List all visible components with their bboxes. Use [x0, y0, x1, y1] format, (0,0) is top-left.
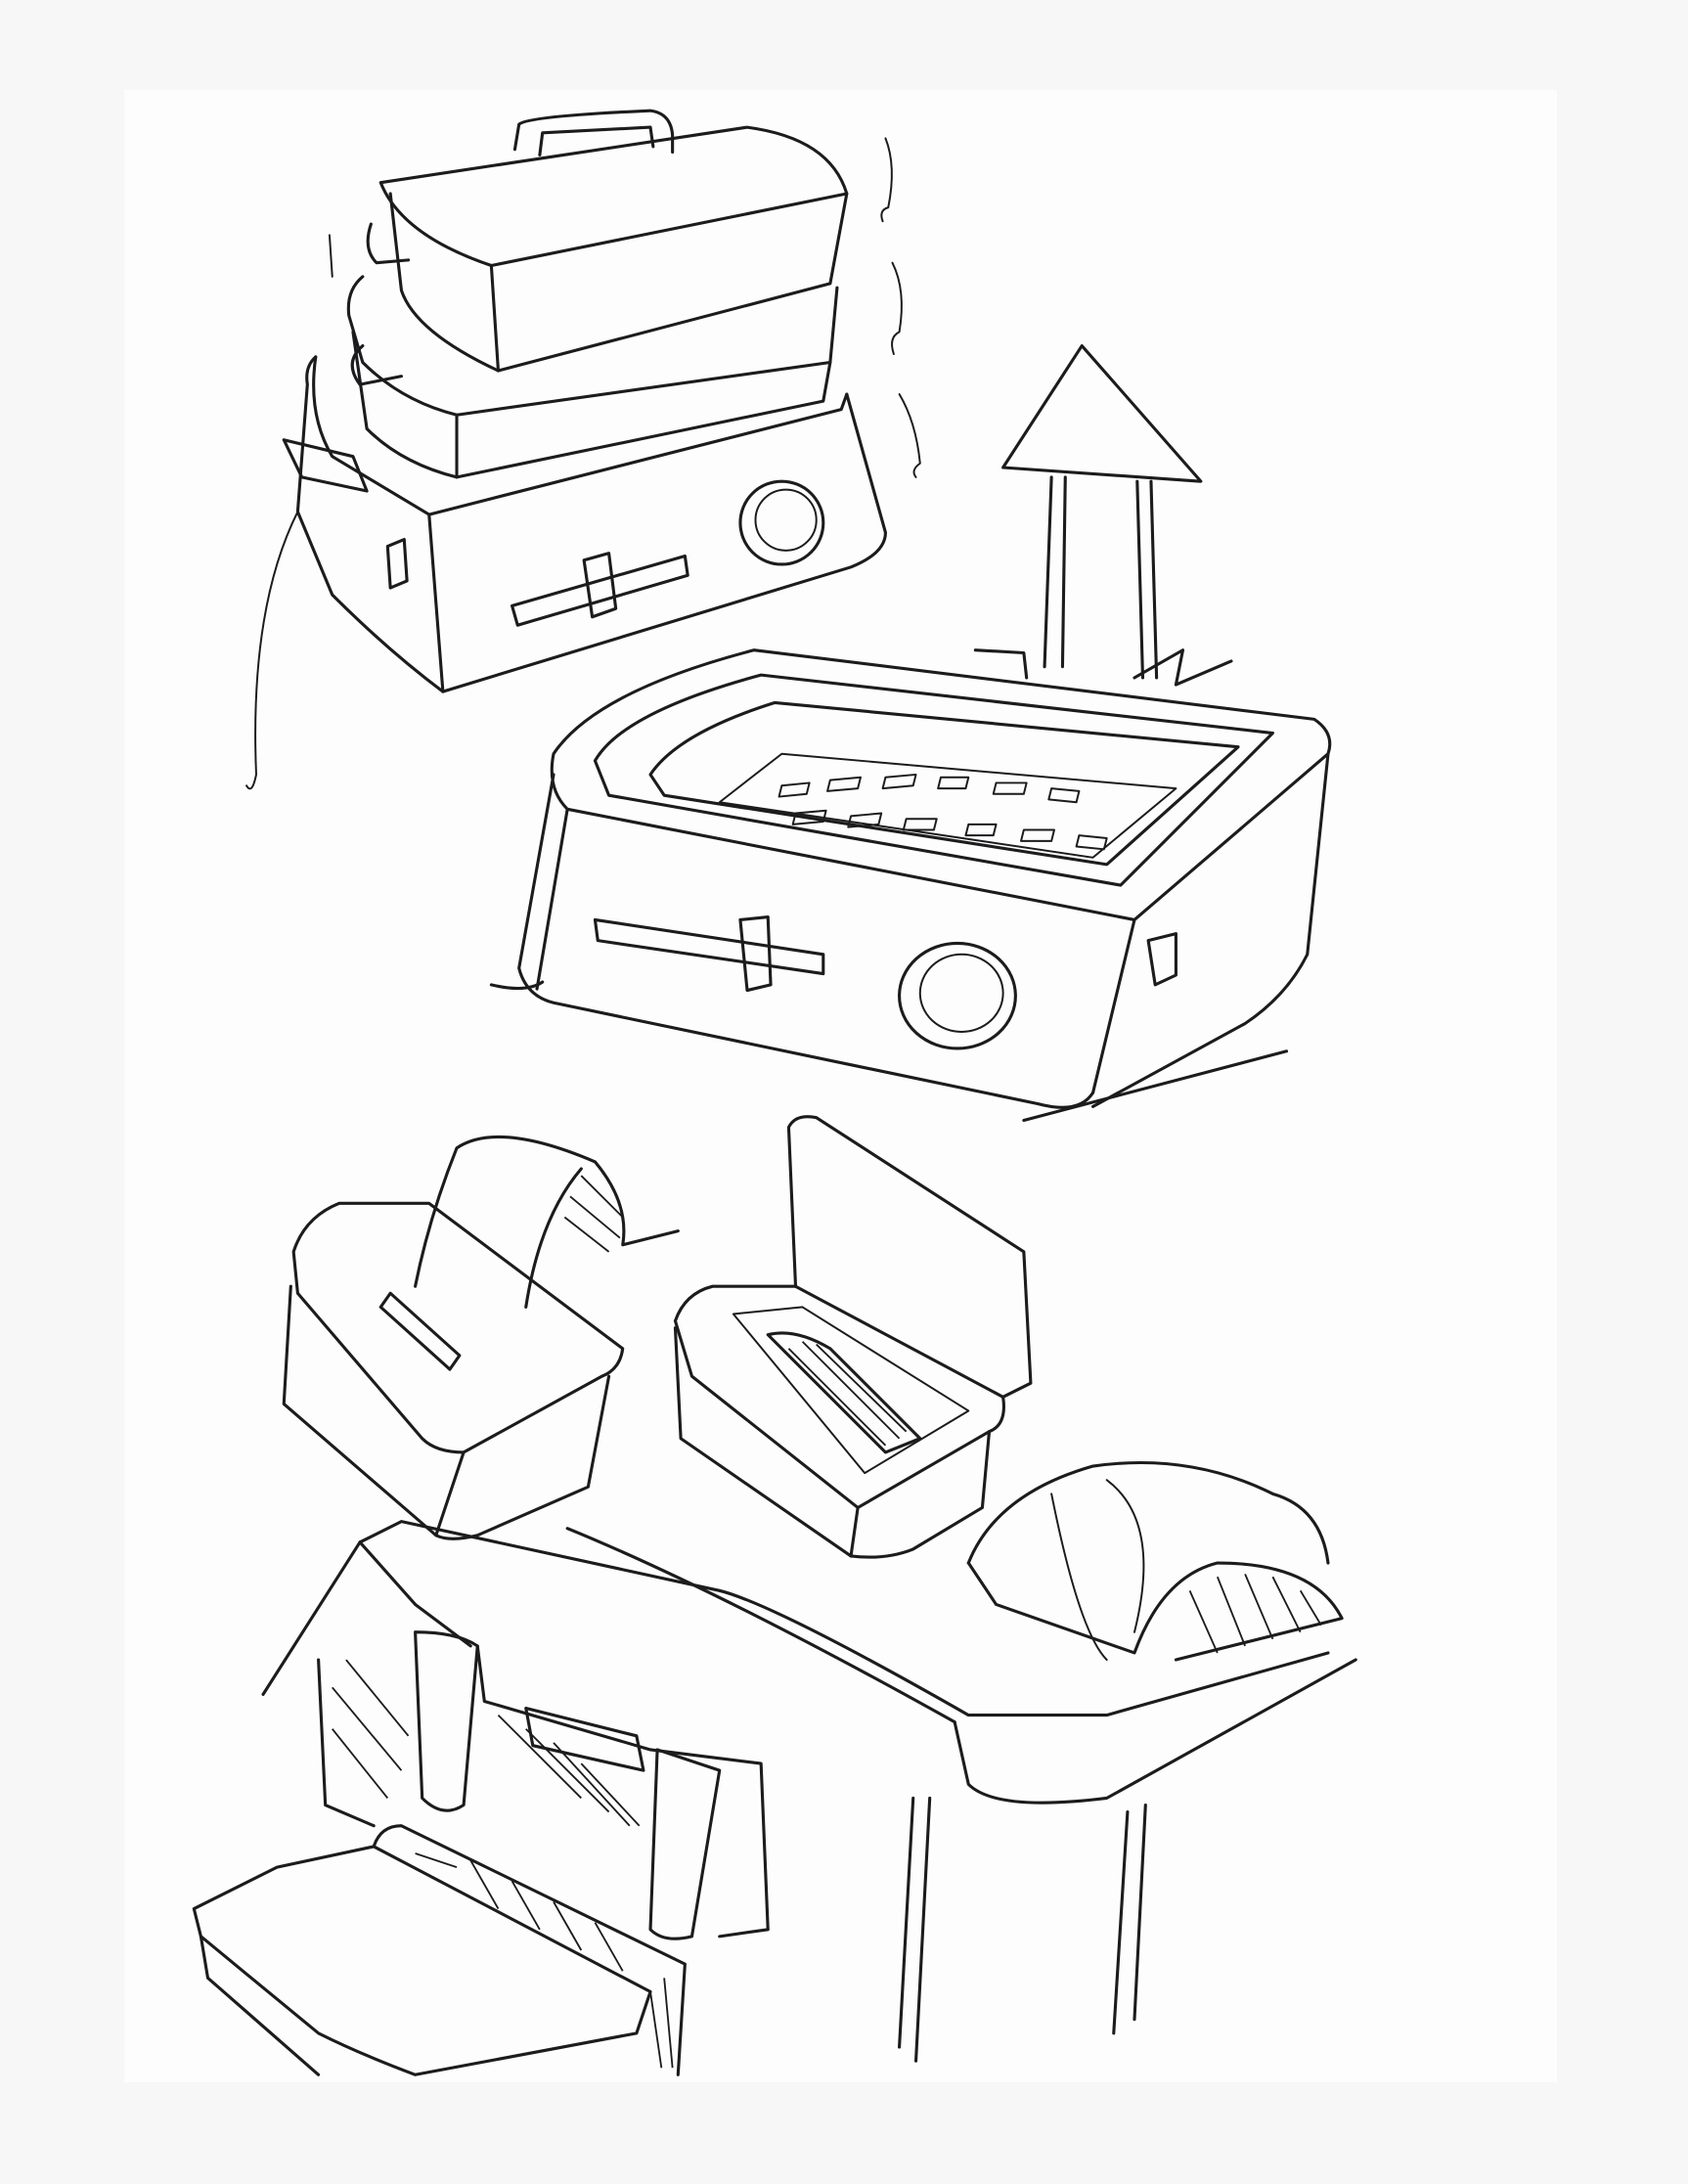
stacked-steamer-sketch	[245, 109, 921, 790]
roll-hatch	[1188, 1573, 1322, 1654]
boxes-table-sketch	[282, 1115, 1357, 2063]
grill-pattern	[777, 773, 1108, 851]
paper	[124, 90, 1557, 2082]
closed-box-hatch	[563, 1175, 624, 1253]
arrow-up-icon	[973, 343, 1233, 687]
steamer-lid	[366, 109, 849, 373]
open-box-hatch	[787, 1341, 908, 1447]
base-unit-sketch	[489, 648, 1332, 1123]
seat-cabinet-sketch	[192, 1540, 770, 2076]
table	[358, 1461, 1357, 2063]
steamer-base	[282, 355, 887, 693]
open-box	[673, 1115, 1033, 1559]
motion-arrows	[245, 137, 921, 790]
steamer-middle-tier	[346, 275, 839, 479]
cabinet-hatch	[332, 1659, 674, 2069]
closed-box	[282, 1135, 680, 1540]
